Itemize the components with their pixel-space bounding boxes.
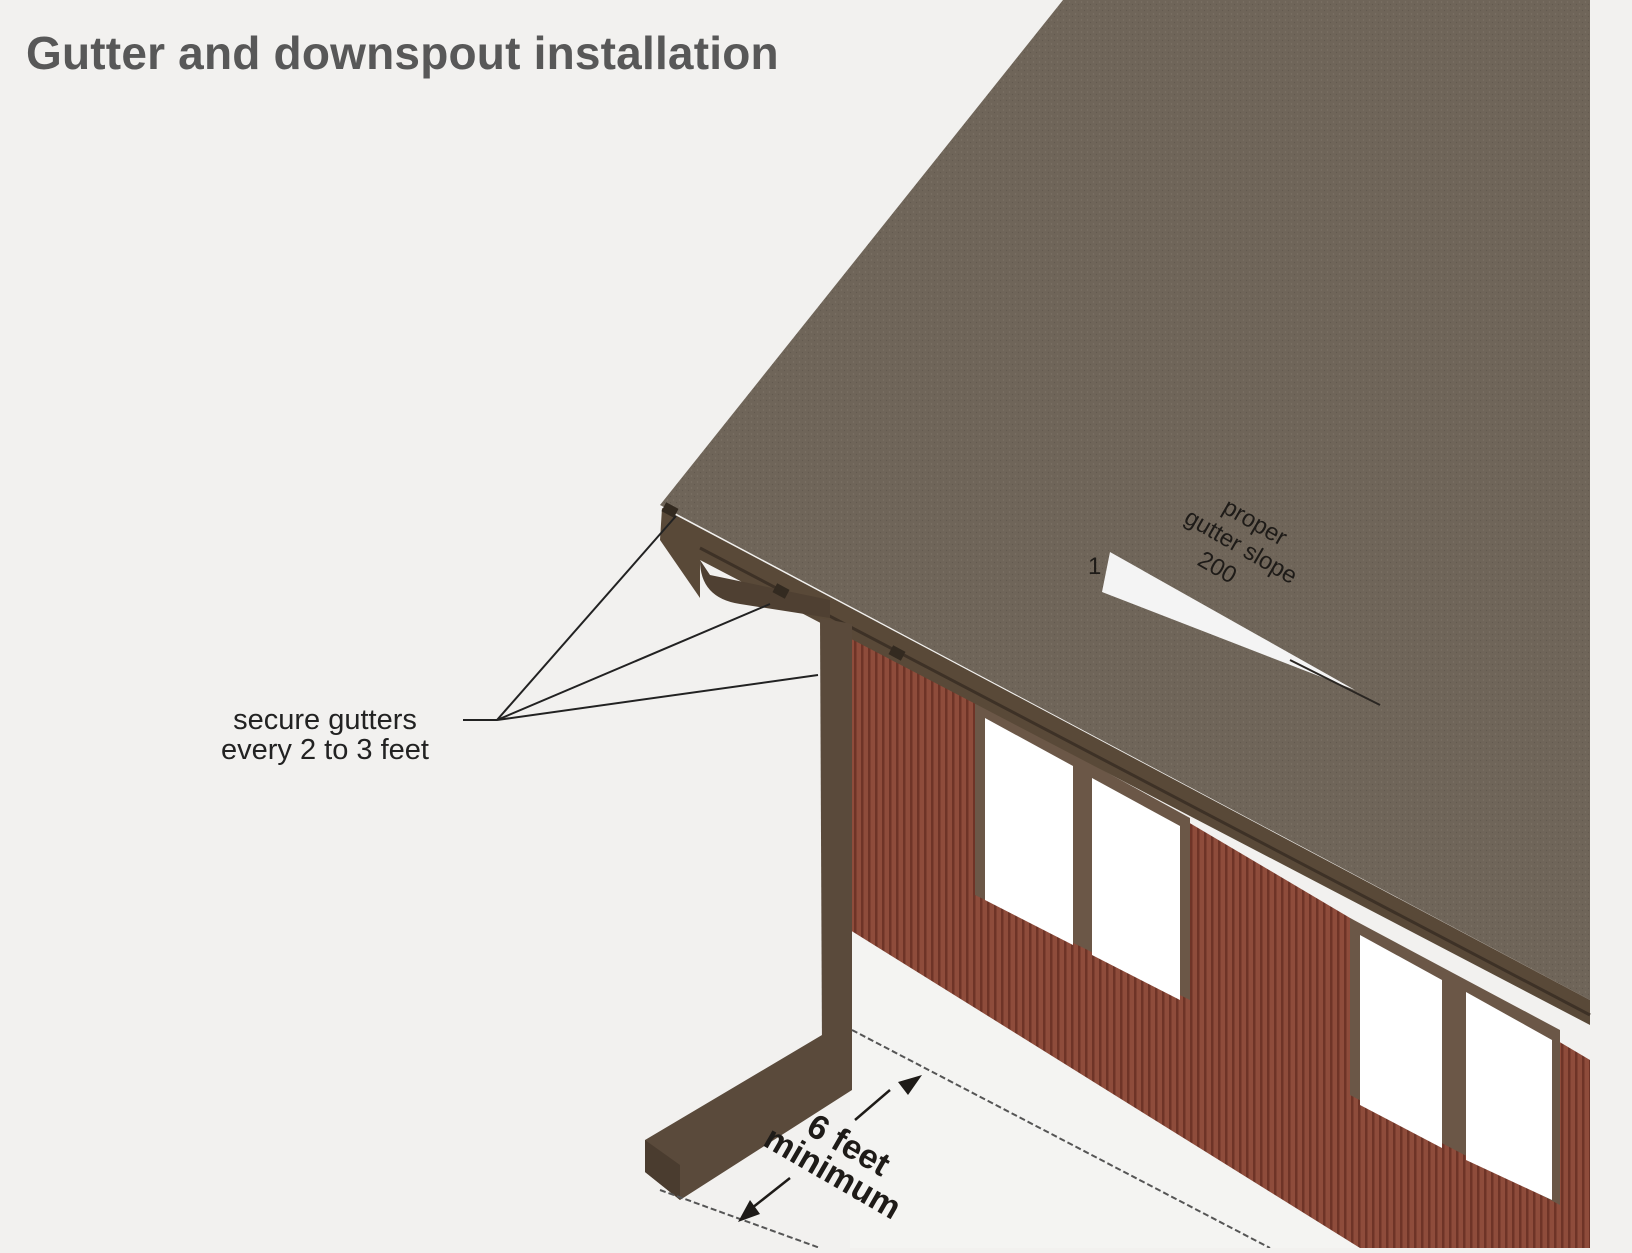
- slope-rise-value: 1: [1088, 553, 1101, 580]
- slope-wedge: [1102, 552, 1355, 690]
- gutter: [660, 508, 1590, 1025]
- page-title: Gutter and downspout installation: [26, 27, 779, 79]
- ground-strip: [850, 930, 1360, 1248]
- gutter-hangers: [661, 502, 906, 661]
- downspout: [645, 618, 852, 1200]
- secure-gutters-callout: secure gutters every 2 to 3 feet: [160, 705, 490, 765]
- window-left-pair: [975, 700, 1190, 1000]
- callout-line1: secure gutters: [233, 704, 417, 736]
- roof: [660, 0, 1590, 1000]
- distance-arrow: [738, 1075, 922, 1222]
- callout-leaders: [463, 515, 819, 721]
- callout-line2: every 2 to 3 feet: [221, 734, 429, 766]
- window-right-pair: [1350, 918, 1560, 1205]
